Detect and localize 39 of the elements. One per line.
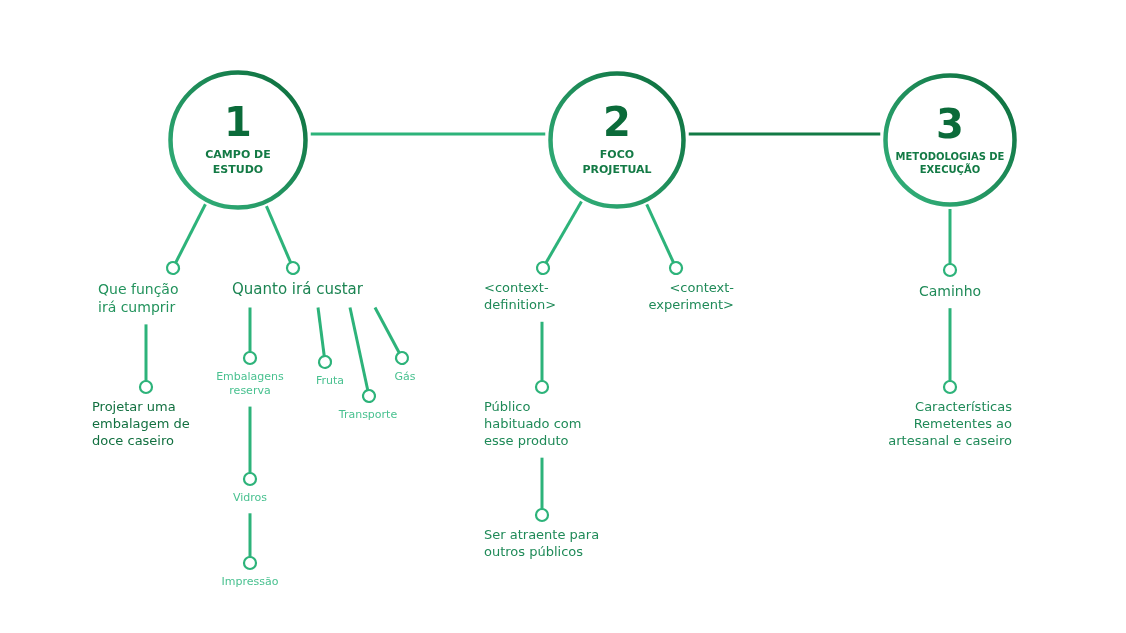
connector-dot-line xyxy=(534,321,550,395)
connector-dot-line xyxy=(942,209,958,278)
topic-label: <context-experiment> xyxy=(622,268,734,322)
connector-dot-line xyxy=(165,203,207,276)
topic-label: Quanto irá custar xyxy=(232,268,382,308)
step-number: 3 xyxy=(936,103,964,144)
step-number: 1 xyxy=(224,102,252,143)
step-circle xyxy=(548,71,686,209)
connector-line xyxy=(688,132,881,136)
connector-dot-line xyxy=(316,307,333,370)
connector-dot-line xyxy=(645,203,684,276)
connector-dot-line xyxy=(242,406,258,487)
topic-label: <context-definition> xyxy=(484,268,574,322)
step-circle xyxy=(168,70,308,210)
topic-label: Impressão xyxy=(205,563,295,598)
connector-dot-line xyxy=(534,457,550,523)
connector-dot-line xyxy=(535,200,583,276)
step-title: CAMPO DE ESTUDO xyxy=(204,148,272,178)
topic-label: Que função irá cumprir xyxy=(98,268,193,325)
topic-label: Ser atraente para outros públicos xyxy=(484,515,624,569)
connector-dot-line xyxy=(348,307,377,404)
connector-dot-line xyxy=(265,205,301,276)
topic-label: Fruta xyxy=(305,362,355,397)
topic-label: Caminho xyxy=(900,270,1000,309)
topic-label: Características Remetentes ao artesanal e caseiro xyxy=(872,387,1012,458)
step-title: FOCO PROJETUAL xyxy=(581,148,653,178)
connector-dot-line xyxy=(138,324,154,395)
connector-dot-line xyxy=(942,308,958,395)
connector-dot-line xyxy=(242,307,258,366)
topic-label: Gás xyxy=(385,358,425,393)
topic-label: Público habituado com esse produto xyxy=(484,387,594,458)
connector-dot-line xyxy=(242,513,258,571)
step-title: METODOLOGIAS DE EXECUÇÃO xyxy=(894,149,1006,177)
topic-label: Transporte xyxy=(328,396,408,431)
topic-label: Vidros xyxy=(215,479,285,514)
step-circle xyxy=(883,73,1017,207)
connector-dot-line xyxy=(373,306,410,366)
connector-line xyxy=(310,132,546,136)
step-number: 2 xyxy=(603,102,631,143)
